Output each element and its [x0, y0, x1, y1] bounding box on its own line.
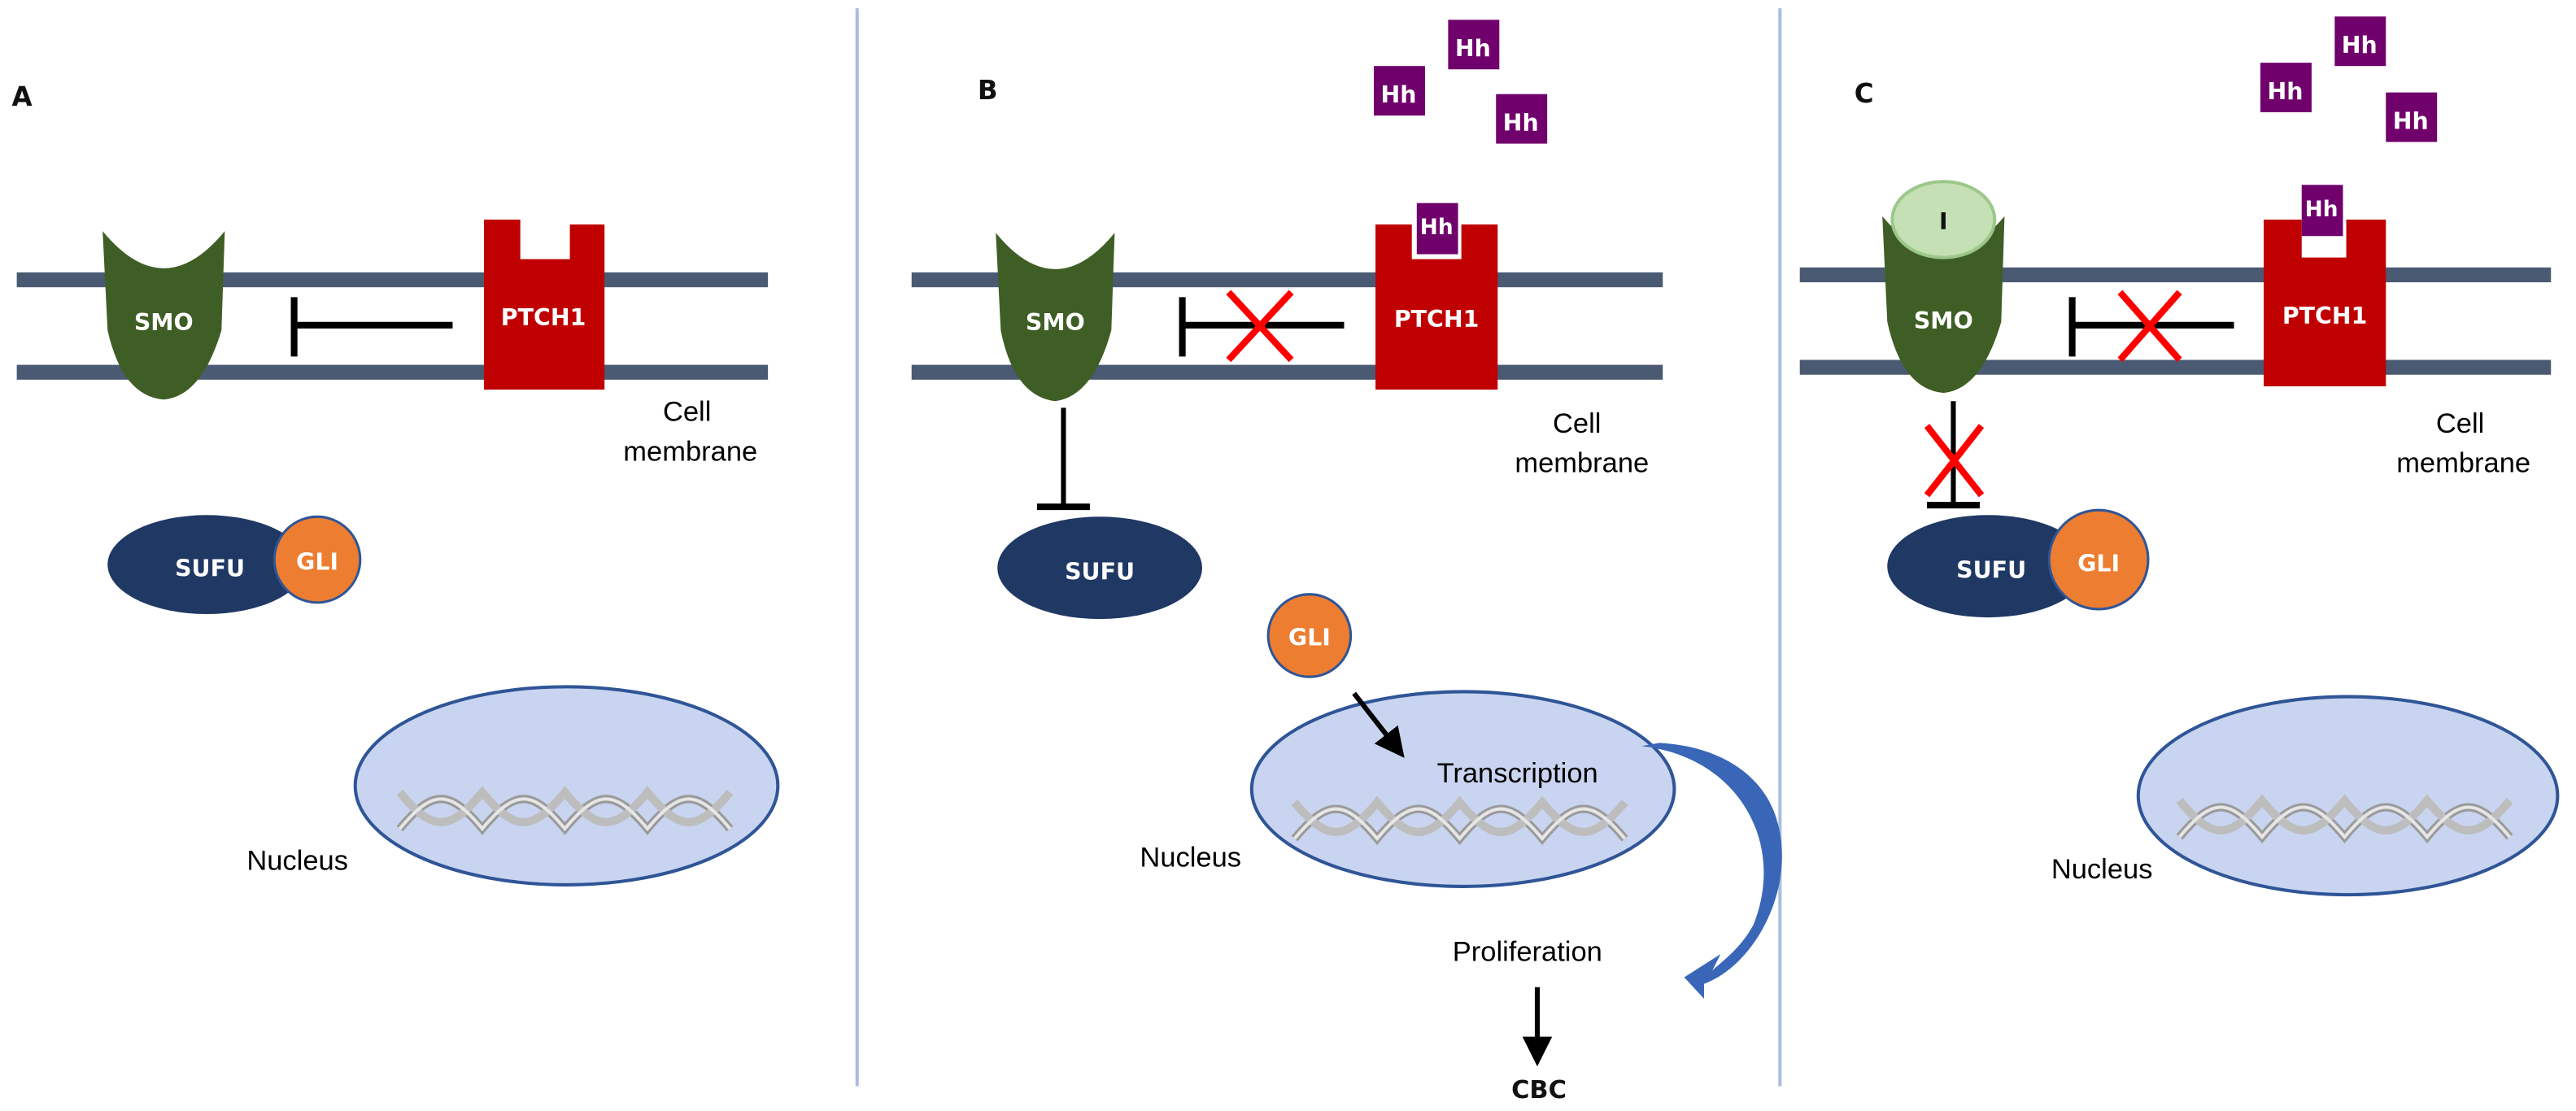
- blocked-cross-icon: [1226, 290, 1294, 363]
- nucleus-label: Nucleus: [246, 846, 348, 877]
- svg-text:Hh: Hh: [2267, 78, 2303, 105]
- hh-ligand: Hh: [1496, 94, 1548, 144]
- ptch1-label: PTCH1: [501, 304, 586, 331]
- hh-ligand-bound: Hh: [1416, 203, 1458, 255]
- panel-label: A: [12, 81, 33, 112]
- nucleus-label: Nucleus: [1140, 843, 1241, 874]
- hh-ligand: Hh: [2260, 63, 2312, 113]
- proliferation-label: Proliferation: [1453, 936, 1602, 967]
- sufu-protein: [107, 515, 306, 615]
- nucleus: [1249, 690, 1676, 888]
- membrane-label-line2: membrane: [623, 436, 757, 467]
- nucleus: [2136, 695, 2560, 897]
- svg-text:Hh: Hh: [2342, 32, 2378, 59]
- panel-c: C Hh Hh Hh I SMO Hh PTC: [1799, 16, 2560, 897]
- ptch1-receptor: [484, 219, 605, 390]
- hh-ligand: Hh: [1374, 66, 1425, 116]
- svg-text:Hh: Hh: [2305, 198, 2338, 222]
- svg-text:Hh: Hh: [1455, 35, 1491, 62]
- smo-receptor: [102, 231, 225, 400]
- smo-receptor: [1882, 216, 2005, 394]
- nucleus: [353, 685, 780, 887]
- membrane-label-line1: Cell: [663, 397, 711, 428]
- svg-text:Hh: Hh: [1503, 109, 1539, 136]
- gli-label: GLI: [296, 548, 338, 575]
- membrane-label-line2: membrane: [1515, 447, 1649, 478]
- transcription-label: Transcription: [1437, 758, 1598, 789]
- blocked-cross-icon: [2117, 290, 2182, 363]
- panel-a: A SMO PTCH1 Cell membrane SUFU GLI Nucle…: [12, 81, 780, 887]
- inhibition-arrow: [290, 297, 453, 357]
- inhibitor-label: I: [1939, 208, 1948, 235]
- smo-label: SMO: [1026, 309, 1085, 336]
- svg-text:Hh: Hh: [1420, 216, 1454, 240]
- cbc-outcome-label: CBC: [1511, 1076, 1567, 1104]
- smo-label: SMO: [134, 309, 194, 336]
- smo-label: SMO: [1914, 307, 1973, 334]
- panel-label: B: [978, 75, 998, 106]
- panel-b: B Hh Hh Hh SMO Hh PTCH1 Cell: [911, 20, 1782, 1104]
- svg-text:Hh: Hh: [1380, 81, 1416, 108]
- membrane-label-line2: membrane: [2396, 447, 2530, 478]
- blocked-cross-icon: [1924, 424, 1985, 498]
- gli-label: GLI: [2077, 550, 2120, 577]
- hh-ligand: Hh: [2386, 92, 2438, 142]
- hh-ligand-bound: Hh: [2301, 185, 2343, 237]
- sufu-label: SUFU: [1956, 556, 2026, 583]
- smo-receptor: [996, 233, 1115, 402]
- gli-protein: [272, 515, 362, 604]
- sufu-label: SUFU: [1065, 558, 1135, 585]
- sufu-protein: [997, 516, 1202, 620]
- ptch1-receptor: [2264, 219, 2386, 386]
- ptch1-label: PTCH1: [1394, 306, 1480, 333]
- hh-ligand: Hh: [1448, 20, 1500, 70]
- membrane-label-line1: Cell: [1553, 408, 1601, 439]
- nucleus-label: Nucleus: [2051, 854, 2153, 885]
- ptch1-label: PTCH1: [2282, 303, 2368, 329]
- svg-text:Hh: Hh: [2393, 107, 2429, 134]
- gli-label: GLI: [1288, 625, 1331, 651]
- ptch1-receptor: [1375, 224, 1498, 390]
- gli-translocation-arrow: [1352, 691, 1405, 758]
- inhibition-arrow: [1036, 407, 1090, 511]
- inhibitor-drug: [1890, 180, 1997, 259]
- gli-protein: [2047, 508, 2150, 611]
- gli-protein: [1266, 593, 1353, 678]
- inhibition-arrow: [1927, 401, 1980, 509]
- curved-arrow-icon: [1641, 743, 1782, 999]
- sufu-label: SUFU: [175, 555, 245, 582]
- hh-ligand: Hh: [2334, 16, 2386, 67]
- panel-label: C: [1855, 78, 1874, 109]
- sufu-protein: [1887, 515, 2089, 618]
- membrane-label-line1: Cell: [2436, 408, 2484, 439]
